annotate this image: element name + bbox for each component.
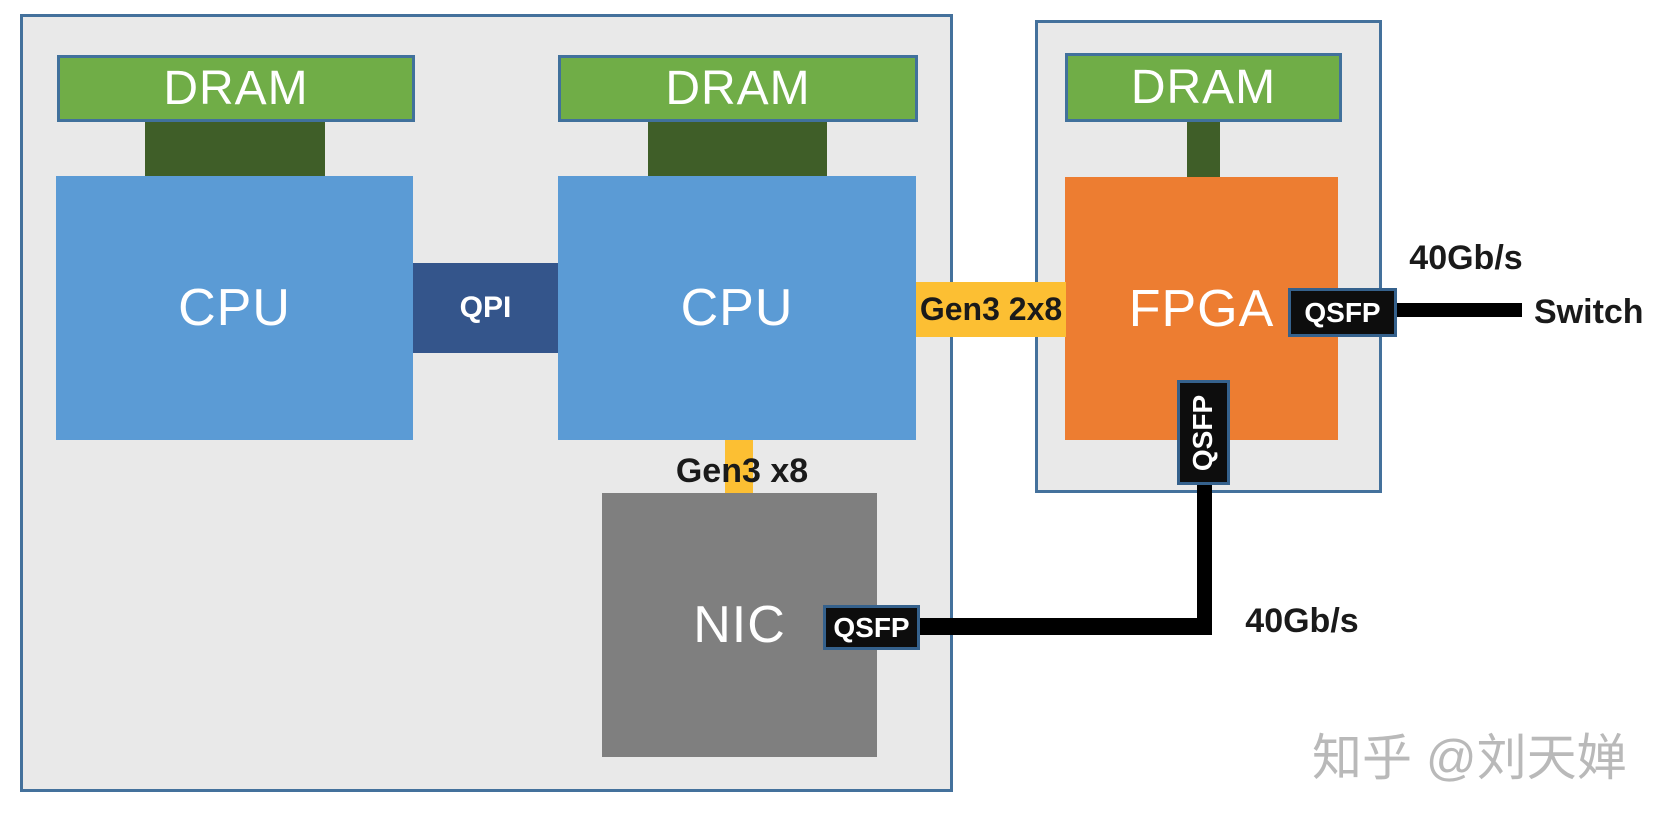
fpga-dram-memory-connector	[1187, 122, 1220, 177]
qpi-link-label: QPI	[459, 291, 512, 324]
fpga-pcie-connector: Gen3 2x8	[916, 282, 1066, 337]
dram-left-block: DRAM	[57, 55, 415, 122]
nic-label: NIC	[693, 596, 786, 654]
nic-qsfp-port: QSFP	[823, 605, 920, 650]
cpu-right-block: CPU	[558, 176, 916, 440]
nic-fpga-bandwidth-caption: 40Gb/s	[1245, 601, 1359, 640]
switch-bandwidth-caption: 40Gb/s	[1409, 238, 1523, 277]
fpga-pcie-link-caption: Gen3 2x8	[919, 291, 1063, 327]
cable-fpga-to-switch	[1397, 303, 1522, 317]
cable-nic-to-fpga-horizontal	[920, 618, 1212, 635]
fpga-qsfp-switch-port: QSFP	[1288, 288, 1397, 337]
watermark: 知乎 @刘天婵	[1312, 730, 1627, 786]
cpu-left-label: CPU	[178, 279, 291, 337]
cpu-right-label: CPU	[680, 279, 794, 337]
qpi-link-block: QPI	[413, 263, 558, 353]
dram-left-memory-connector	[145, 122, 325, 178]
fpga-qsfp-nic-port: QSFP	[1177, 380, 1230, 485]
fpga-label: FPGA	[1128, 279, 1275, 338]
nic-pcie-connector	[725, 440, 753, 493]
fpga-dram-block: DRAM	[1065, 53, 1342, 122]
dram-right-label: DRAM	[665, 62, 811, 115]
fpga-dram-label: DRAM	[1130, 61, 1277, 114]
nic-qsfp-label: QSFP	[833, 611, 910, 643]
dram-right-block: DRAM	[558, 55, 918, 122]
fpga-qsfp-nic-label: QSFP	[1187, 394, 1219, 471]
nic-pcie-link-caption: Gen3 x8	[675, 451, 809, 490]
switch-caption: Switch	[1534, 292, 1644, 331]
cpu-left-block: CPU	[56, 176, 413, 440]
fpga-qsfp-switch-label: QSFP	[1304, 296, 1381, 328]
dram-left-label: DRAM	[163, 62, 309, 115]
dram-right-memory-connector	[648, 122, 827, 178]
cable-nic-to-fpga-vertical	[1197, 485, 1212, 635]
